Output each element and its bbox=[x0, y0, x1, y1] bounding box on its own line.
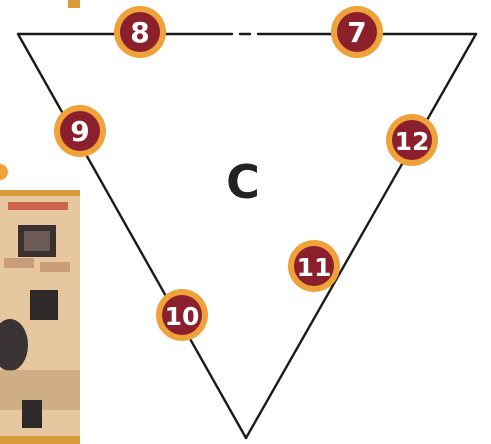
marker-number: 11 bbox=[297, 253, 332, 282]
marker-12: 12 bbox=[386, 114, 438, 166]
triangle-outline bbox=[18, 34, 476, 438]
marker-8: 8 bbox=[114, 6, 166, 58]
marker-number: 7 bbox=[347, 16, 366, 49]
marker-10: 10 bbox=[156, 289, 208, 341]
marker-number: 10 bbox=[165, 302, 200, 331]
marker-number: 12 bbox=[395, 127, 430, 156]
center-label: C bbox=[226, 155, 260, 209]
marker-number: 8 bbox=[130, 16, 149, 49]
triangle-right-edge bbox=[246, 34, 476, 438]
marker-11: 11 bbox=[288, 240, 340, 292]
cropped-marker-edge bbox=[0, 164, 8, 180]
marker-7: 7 bbox=[331, 6, 383, 58]
marker-number: 9 bbox=[70, 115, 89, 148]
cropped-panel-edge bbox=[68, 0, 80, 8]
marker-9: 9 bbox=[54, 105, 106, 157]
photo-collage-panel bbox=[0, 190, 80, 444]
